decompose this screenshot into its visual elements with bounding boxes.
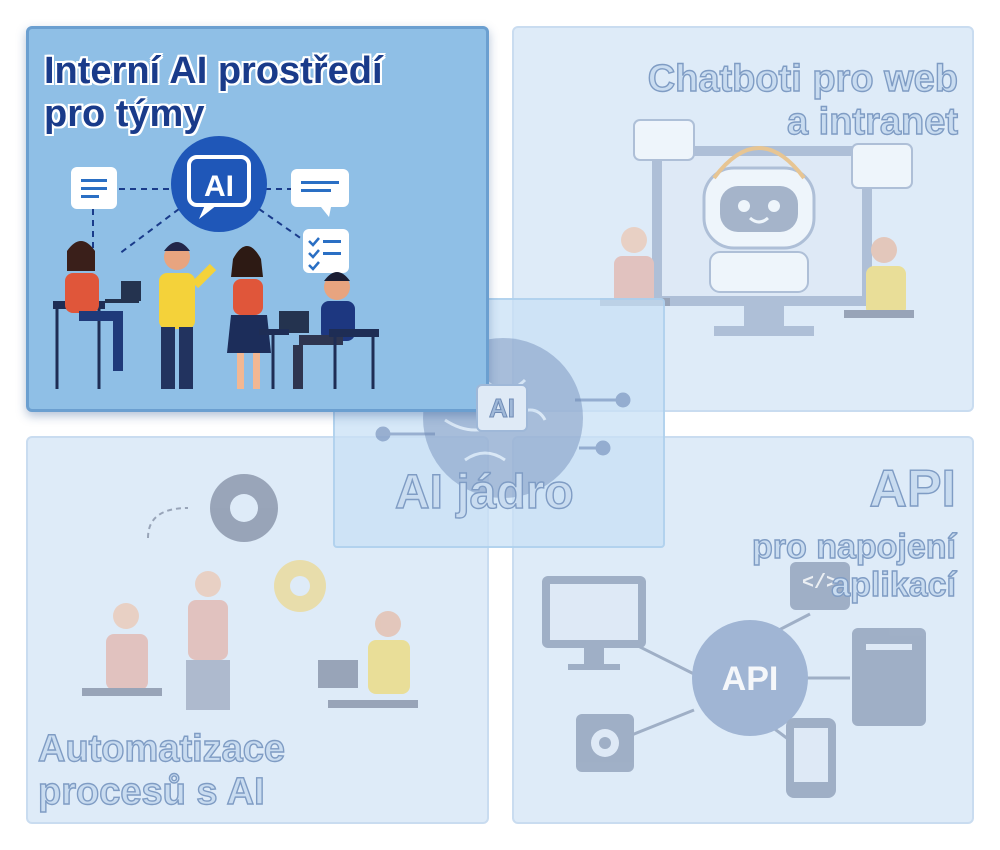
internal-ai-illustration — [53, 136, 379, 389]
chat-message-icon — [633, 119, 913, 189]
ai-core-badge: AI — [476, 384, 528, 432]
internal-ai-title: Interní AI prostředí pro týmy — [44, 50, 383, 135]
robot-icon — [702, 166, 816, 293]
headset-icon — [712, 146, 806, 180]
chatbots-title-line1: Chatboti pro web — [647, 57, 959, 100]
laptop-icon — [279, 311, 309, 333]
api-title: API — [869, 459, 957, 518]
gear-icon — [210, 474, 326, 612]
api-subtitle-line2: aplikací — [831, 565, 957, 605]
api-hub-label: API — [721, 660, 779, 698]
automation-illustration — [82, 474, 418, 710]
monitor-icon — [542, 576, 646, 670]
circuit-icon — [375, 392, 631, 456]
panel-internal-ai[interactable]: AI — [26, 26, 489, 412]
internal-ai-title-line2: pro týmy — [44, 92, 205, 135]
code-icon — [790, 562, 850, 610]
internal-ai-title-line1: Interní AI prostředí — [44, 50, 383, 92]
panel-api[interactable]: API </> — [512, 436, 974, 824]
chatbots-illustration — [600, 119, 914, 336]
checklist-icon — [303, 229, 349, 273]
code-icon-label: </> — [801, 572, 838, 595]
chatbots-title-line2: a intranet — [786, 100, 958, 143]
document-icon — [71, 167, 117, 209]
chatbots-title: Chatboti pro web a intranet — [647, 57, 959, 143]
api-subtitle: pro napojení aplikací — [751, 527, 957, 605]
laptop-icon — [318, 660, 358, 688]
team-people — [53, 241, 379, 389]
api-subtitle-line1: pro napojení — [751, 527, 956, 566]
server-icon — [852, 628, 926, 726]
automation-title-line1: Automatizace — [37, 727, 286, 770]
chat-message-icon — [291, 169, 349, 217]
ai-core-title: AI jádro — [394, 465, 574, 519]
smartphone-icon — [786, 718, 836, 798]
ai-chat-bubble-icon — [171, 136, 267, 232]
ai-badge-label: AI — [204, 170, 234, 203]
api-illustration — [542, 562, 926, 798]
automation-title: Automatizace procesů s AI — [37, 727, 286, 813]
gear-icon — [576, 714, 634, 772]
automation-title-line2: procesů s AI — [37, 770, 265, 813]
